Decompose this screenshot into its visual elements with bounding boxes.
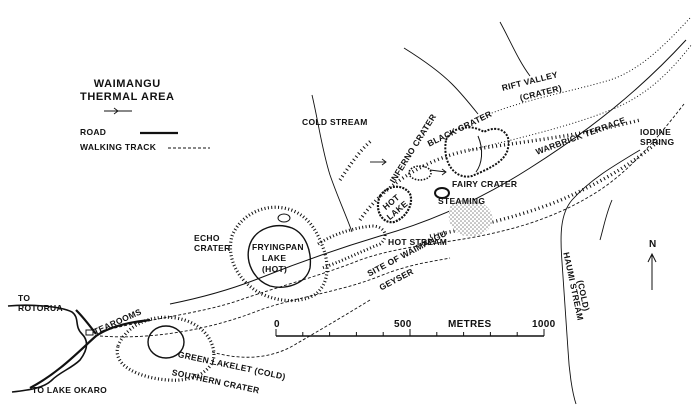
map-title-line2: THERMAL AREA (80, 90, 175, 103)
legend-road-label: ROAD (80, 127, 107, 137)
label-echo: ECHO (194, 233, 220, 243)
crater-rim-inferno (338, 138, 374, 181)
label-fairy-crater: FAIRY CRATER (452, 179, 518, 189)
scale-unit: METRES (448, 319, 492, 330)
stream-branch-north (403, 47, 479, 115)
label-echo-crater: CRATER (194, 243, 231, 253)
map-title-line1: WAIMANGU (93, 78, 161, 90)
stream-branch-north-2 (499, 21, 531, 77)
lake-shoreline (7, 304, 88, 393)
label-iodine-spring: SPRING (640, 137, 675, 147)
label-to-lake-okaro: TO LAKE OKARO (32, 385, 108, 395)
hot-lake (376, 185, 413, 224)
scale-tick-1000: 1000 (532, 319, 556, 330)
fryingpan-lake (247, 225, 312, 288)
inferno-crater (408, 165, 432, 181)
green-lakelet (147, 325, 185, 359)
road-to-rotorua (75, 309, 97, 335)
walking-track-south (99, 257, 451, 338)
steaming-area (448, 199, 493, 237)
road-main (29, 318, 151, 389)
scale-tick-0: 0 (274, 319, 280, 330)
echo-crater-inner (277, 213, 291, 223)
hot-stream-main (169, 39, 687, 305)
legend-track-label: WALKING TRACK (80, 142, 157, 152)
walking-track-main (99, 103, 685, 333)
scale-bar (275, 329, 545, 337)
map-title: WAIMANGU THERMAL AREA (80, 78, 175, 103)
label-hot-stream: HOT STREAM (388, 237, 448, 247)
tearooms-building (85, 329, 94, 336)
label-fryingpan: FRYINGPAN (252, 242, 304, 252)
southern-crater (115, 315, 216, 382)
label-steaming: STEAMING (438, 196, 486, 206)
label-cold-stream: COLD STREAM (302, 117, 368, 127)
label-fryingpan-lake: LAKE (262, 253, 287, 263)
fairy-crater (434, 187, 450, 199)
scale-tick-500: 500 (394, 319, 412, 330)
outlet-channel (317, 224, 387, 270)
black-crater (444, 126, 510, 178)
label-iodine: IODINE (640, 127, 672, 137)
legend (104, 107, 210, 149)
rift-valley-south-wall (469, 43, 693, 151)
north-label: N (649, 239, 657, 250)
north-arrow (647, 252, 657, 290)
haumi-tributary (599, 199, 613, 241)
label-to-rotorua-1: TO (18, 293, 31, 303)
cold-stream (311, 94, 353, 233)
label-to-rotorua-2: ROTORUA (18, 303, 63, 313)
label-fryingpan-hot: (HOT) (262, 264, 288, 274)
walking-track-crater-loop (211, 299, 371, 358)
haumi-stream (560, 149, 641, 405)
